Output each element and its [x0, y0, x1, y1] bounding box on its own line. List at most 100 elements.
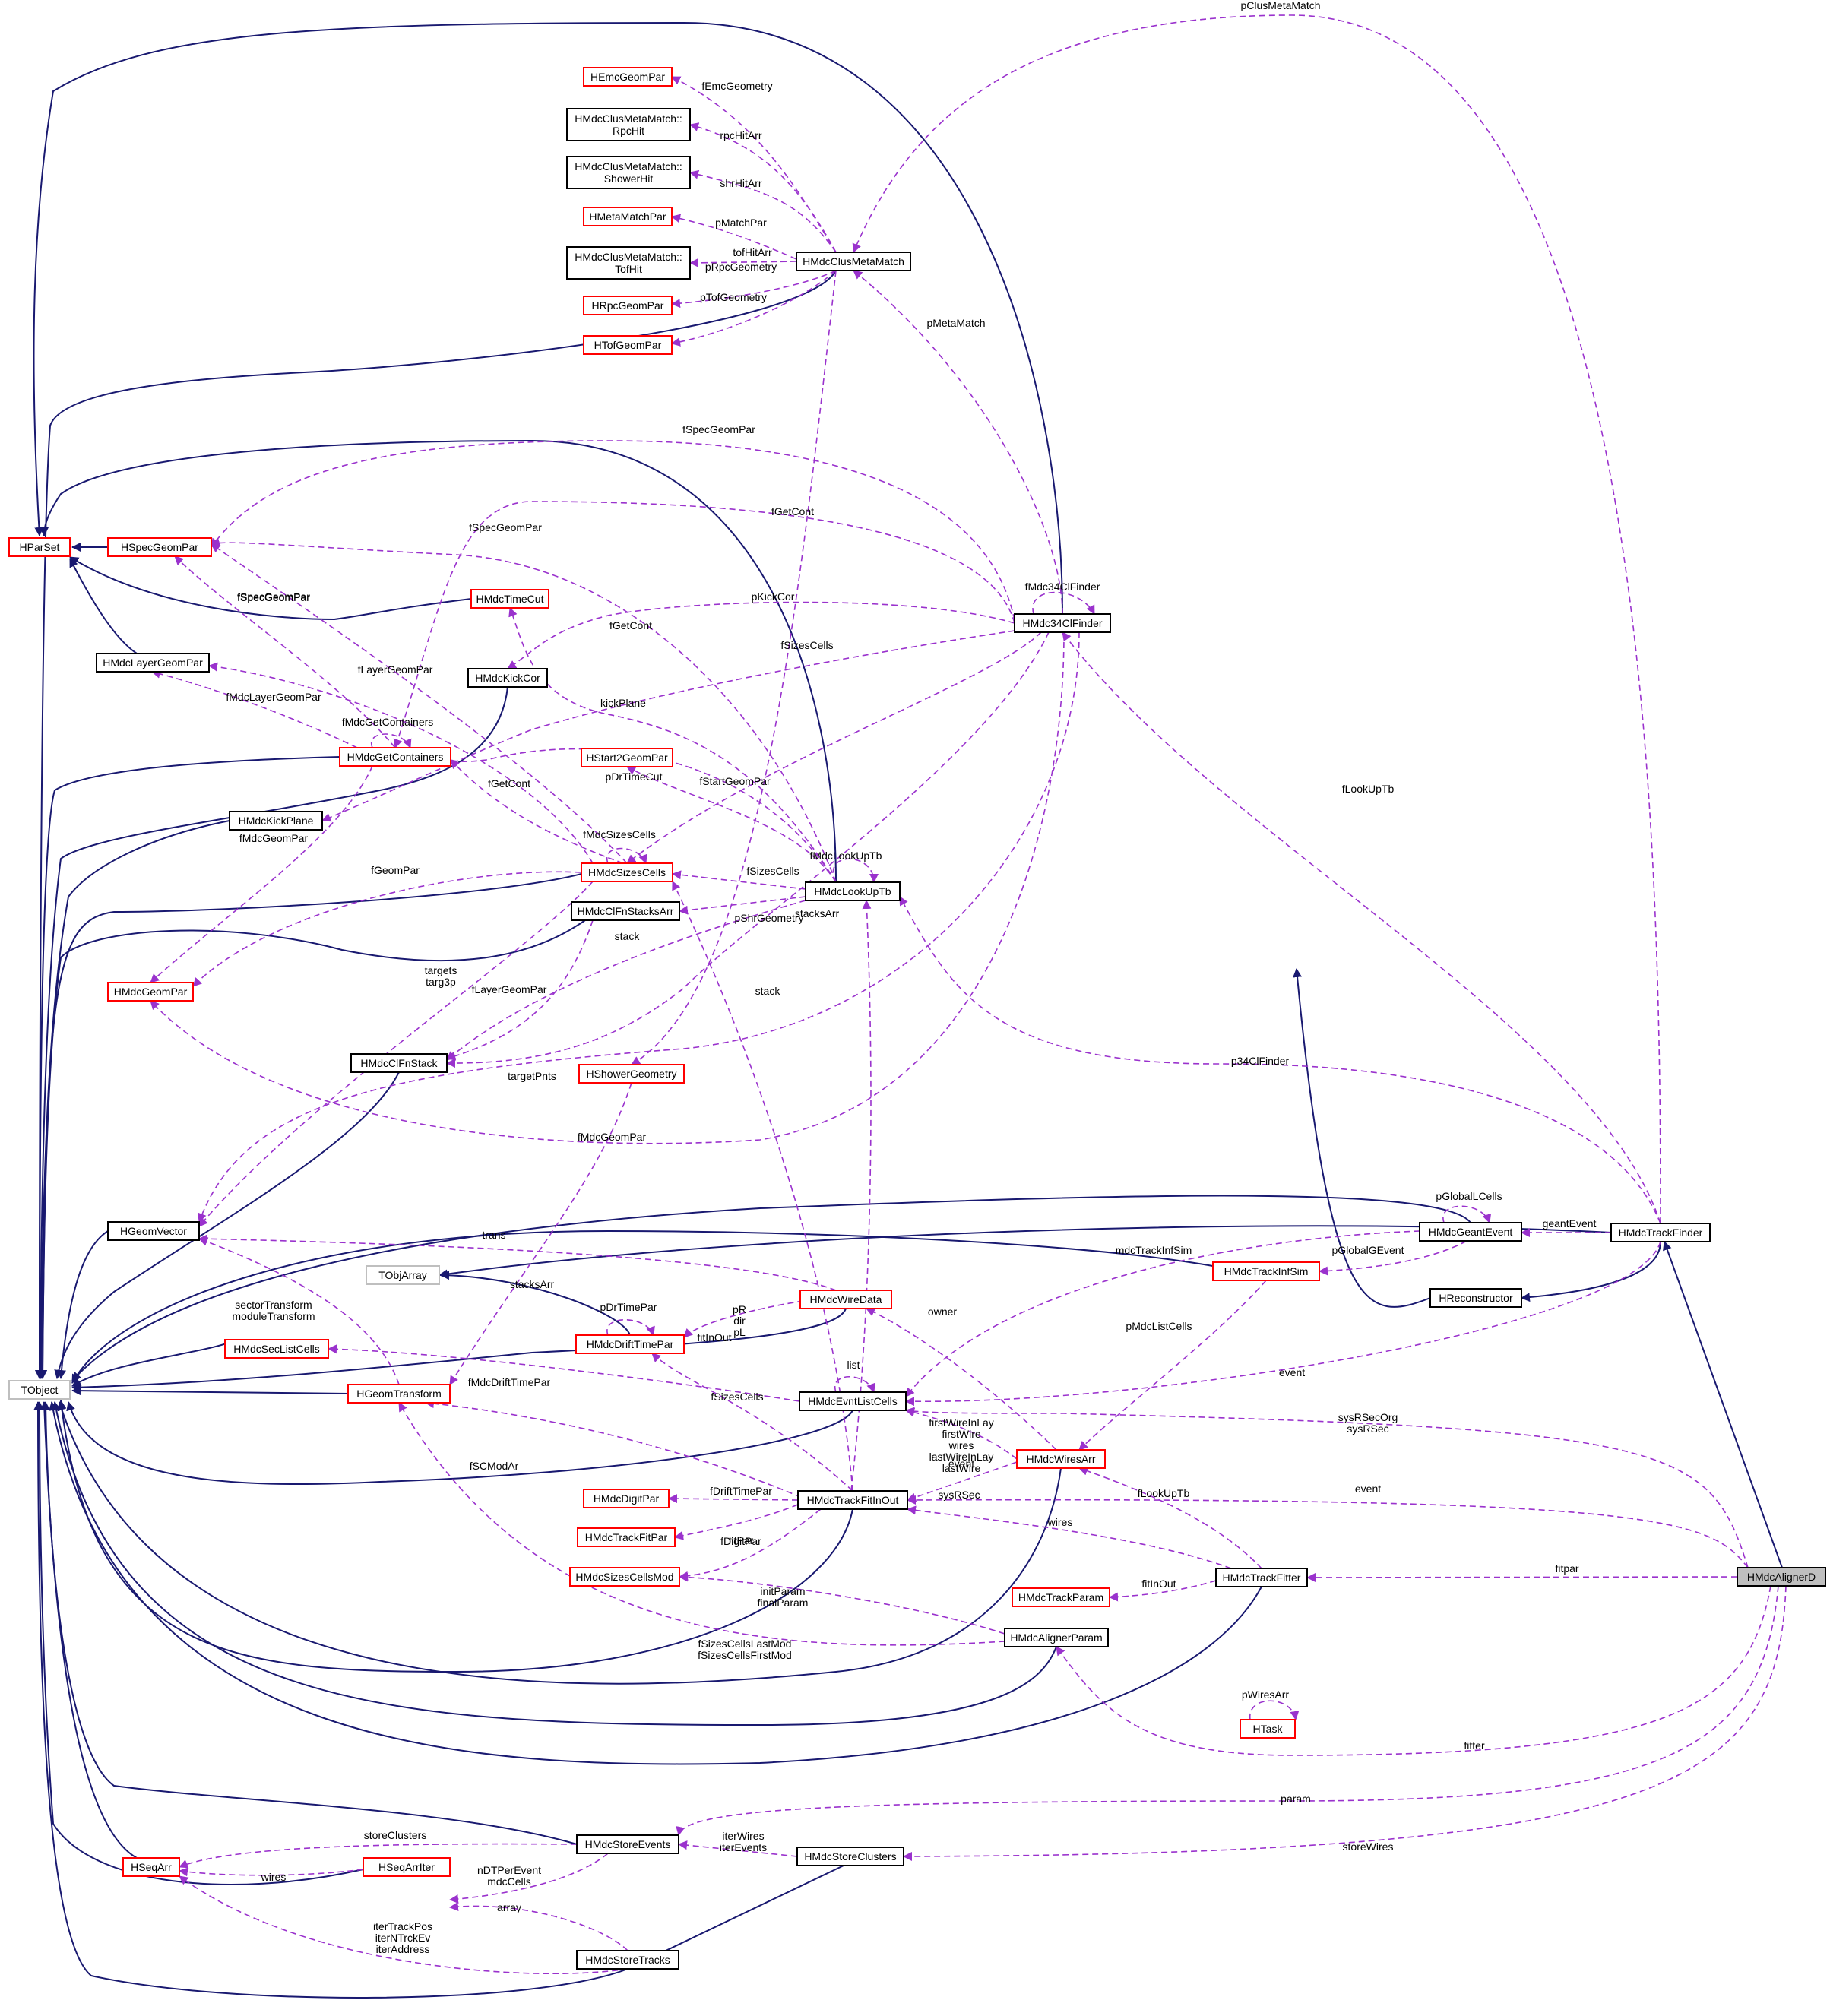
- class-node-tobject[interactable]: TObject: [8, 1380, 71, 1400]
- class-node-hmdc-wires-arr[interactable]: HMdcWiresArr: [1016, 1449, 1106, 1469]
- class-box: [8, 537, 71, 557]
- class-node-hmdc-evnt-list-cells[interactable]: HMdcEvntListCells: [799, 1391, 907, 1411]
- edge-label-line: fitPar: [729, 1534, 754, 1546]
- edge-label: pRpcGeometry: [705, 261, 777, 273]
- class-node-hmdc-track-inf-sim[interactable]: HMdcTrackInfSim: [1212, 1261, 1320, 1281]
- inheritance-edge-hmdc-cl-fn-stack-to-tobject: [54, 1071, 400, 1379]
- edge-label-line: fGeomPar: [371, 864, 420, 876]
- class-node-htask[interactable]: HTask: [1240, 1719, 1296, 1739]
- class-node-hmdc-get-containers[interactable]: HMdcGetContainers: [339, 747, 451, 767]
- class-name: HSpecGeomPar: [121, 541, 198, 553]
- class-node-hmdc34-cl-finder[interactable]: HMdc34ClFinder: [1014, 613, 1111, 633]
- edge-label: pMetaMatch: [926, 317, 985, 329]
- edge-label-line: fMdcSizesCells: [583, 828, 656, 840]
- edge-label: stack: [615, 930, 641, 942]
- class-name: HMdcClusMetaMatch::: [575, 160, 682, 172]
- class-node-hmdc-store-events[interactable]: HMdcStoreEvents: [576, 1834, 679, 1854]
- class-node-shower-hit[interactable]: HMdcClusMetaMatch::ShowerHit: [566, 156, 691, 189]
- edge-label-line: event: [1355, 1483, 1381, 1495]
- class-node-hreconstructor[interactable]: HReconstructor: [1429, 1288, 1522, 1308]
- usage-edge-hmdc34-cl-finder-to-hmdc-clus-meta-match: [853, 270, 1063, 615]
- edge-label: fMdcGeomPar: [578, 1131, 647, 1143]
- edge-label-line: firstWireInLay: [929, 1416, 994, 1429]
- class-node-hmeta-match-par[interactable]: HMetaMatchPar: [583, 207, 673, 226]
- class-node-hmdc-sizes-cells-mod[interactable]: HMdcSizesCellsMod: [569, 1567, 680, 1587]
- class-box: [224, 1339, 329, 1359]
- usage-edge-hmdc34-cl-finder-to-hspec-geom-par: [211, 440, 1015, 621]
- class-box: [576, 1834, 679, 1854]
- class-node-hmdc-digit-par[interactable]: HMdcDigitPar: [583, 1489, 670, 1508]
- class-box: [107, 982, 194, 1002]
- edge-label: list: [847, 1359, 860, 1371]
- usage-edge-hmdc-wire-data-to-hmdc-drift-time-par: [606, 1319, 655, 1336]
- class-node-hshower-geometry[interactable]: HShowerGeometry: [578, 1064, 685, 1084]
- class-node-tof-hit[interactable]: HMdcClusMetaMatch::TofHit: [566, 246, 691, 280]
- class-node-hmdc-geant-event[interactable]: HMdcGeantEvent: [1419, 1222, 1522, 1242]
- class-node-hmdc-aligner-d[interactable]: HMdcAlignerD: [1737, 1567, 1826, 1587]
- class-node-hmdc-track-fit-par[interactable]: HMdcTrackFitPar: [577, 1527, 676, 1547]
- class-node-hmdc-cl-fn-stack[interactable]: HMdcClFnStack: [350, 1053, 448, 1073]
- edge-label: pDrTimeCut: [606, 771, 663, 783]
- class-node-hstart2-geom-par[interactable]: HStart2GeomPar: [581, 748, 673, 767]
- class-node-hgeom-transform[interactable]: HGeomTransform: [347, 1384, 451, 1404]
- edge-label: fMdcLayerGeomPar: [226, 691, 321, 703]
- edge-label: fEmcGeometry: [701, 80, 772, 92]
- class-name: HParSet: [20, 541, 60, 553]
- class-node-hmdc-layer-geom-par[interactable]: HMdcLayerGeomPar: [96, 653, 210, 673]
- edge-label-line: fitInOut: [1141, 1578, 1176, 1590]
- class-name: HSeqArr: [131, 1861, 172, 1873]
- class-box: [566, 156, 691, 189]
- class-node-hmdc-kick-plane[interactable]: HMdcKickPlane: [229, 811, 323, 831]
- class-box: [581, 862, 673, 882]
- class-node-htof-geom-par[interactable]: HTofGeomPar: [583, 335, 673, 355]
- class-node-hseq-arr-iter[interactable]: HSeqArrIter: [363, 1857, 451, 1877]
- class-node-hmdc-sizes-cells[interactable]: HMdcSizesCells: [581, 862, 673, 882]
- class-name: HMdcGetContainers: [347, 751, 444, 763]
- usage-edge-hmdc34-cl-finder-to-hmdc-geom-par: [150, 631, 1065, 1144]
- class-node-hspec-geom-par[interactable]: HSpecGeomPar: [107, 537, 212, 557]
- class-node-hmdc-track-fit-in-out[interactable]: HMdcTrackFitInOut: [797, 1490, 908, 1510]
- class-node-hmdc-store-clusters[interactable]: HMdcStoreClusters: [796, 1847, 904, 1866]
- class-node-tobj-array[interactable]: TObjArray: [366, 1265, 440, 1285]
- edge-label-line: stacksArr: [510, 1278, 555, 1290]
- usage-edge-hmdc-sizes-cells-to-hmdc-get-containers: [450, 759, 624, 864]
- class-name: HMdcTrackFitInOut: [807, 1494, 899, 1506]
- class-name: HMdc34ClFinder: [1022, 617, 1102, 629]
- class-node-hrpc-geom-par[interactable]: HRpcGeomPar: [583, 296, 673, 315]
- class-node-hemc-geom-par[interactable]: HEmcGeomPar: [583, 67, 673, 87]
- class-node-hmdc-time-cut[interactable]: HMdcTimeCut: [470, 589, 549, 609]
- class-node-hmdc-cl-fn-stacks-arr[interactable]: HMdcClFnStacksArr: [571, 901, 680, 921]
- class-box: [578, 1064, 685, 1084]
- inheritance-edge-hmdc-sec-list-cells-to-tobject: [71, 1339, 236, 1387]
- class-node-hmdc-track-finder[interactable]: HMdcTrackFinder: [1610, 1223, 1711, 1242]
- class-node-hmdc-track-fitter[interactable]: HMdcTrackFitter: [1215, 1568, 1308, 1587]
- class-node-hmdc-aligner-param[interactable]: HMdcAlignerParam: [1004, 1628, 1109, 1647]
- usage-edge-hmdc-track-finder-to-hmdc-look-up-tb: [1062, 631, 1661, 1224]
- class-node-hmdc-clus-meta-match[interactable]: HMdcClusMetaMatch: [796, 252, 911, 271]
- class-name: HGeomVector: [120, 1225, 187, 1237]
- edge-label-line: pClusMetaMatch: [1240, 0, 1320, 11]
- class-node-hmdc-track-param[interactable]: HMdcTrackParam: [1012, 1587, 1110, 1607]
- class-name: HMdcGeantEvent: [1429, 1226, 1513, 1238]
- class-node-hpar-set[interactable]: HParSet: [8, 537, 71, 557]
- usage-edge-hmdc-track-fit-in-out-to-hmdc-look-up-tb: [1078, 1466, 1262, 1569]
- class-node-hmdc-drift-time-par[interactable]: HMdcDriftTimePar: [575, 1334, 685, 1354]
- class-node-hmdc-wire-data[interactable]: HMdcWireData: [799, 1290, 892, 1309]
- class-node-hgeom-vector[interactable]: HGeomVector: [107, 1221, 200, 1241]
- usage-edge-hmdc-wires-arr-to-hmdc-wire-data: [905, 1407, 1018, 1460]
- class-node-hmdc-look-up-tb[interactable]: HMdcLookUpTb: [805, 881, 901, 901]
- edge-label-line: pKickCor: [752, 590, 795, 603]
- class-node-hmdc-store-tracks[interactable]: HMdcStoreTracks: [576, 1950, 679, 1970]
- class-node-hmdc-geom-par[interactable]: HMdcGeomPar: [107, 982, 194, 1002]
- class-node-hmdc-kick-cor[interactable]: HMdcKickCor: [467, 668, 548, 688]
- class-node-hseq-arr[interactable]: HSeqArr: [122, 1857, 180, 1877]
- class-node-hmdc-sec-list-cells[interactable]: HMdcSecListCells: [224, 1339, 329, 1359]
- edge-label: fitter: [1464, 1739, 1485, 1752]
- edge-label-line: fLookUpTb: [1342, 783, 1395, 795]
- class-name: HMetaMatchPar: [589, 210, 666, 223]
- edge-label-line: fLookUpTb: [1138, 1487, 1190, 1499]
- class-node-rpc-hit[interactable]: HMdcClusMetaMatch::RpcHit: [566, 108, 691, 141]
